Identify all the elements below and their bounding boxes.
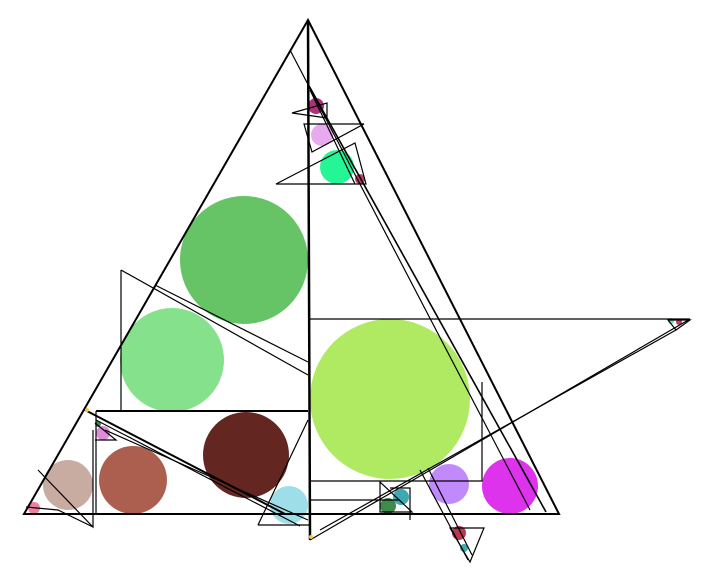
- long-diagonal-2: [319, 329, 677, 531]
- bottom-right-slant: [419, 469, 469, 561]
- orchid-circle: [96, 426, 110, 440]
- left-diagonal-2: [154, 284, 309, 363]
- light-green-circle: [120, 308, 224, 412]
- far-right-tiny-triangle: [666, 319, 692, 331]
- magenta-circle: [482, 458, 538, 514]
- teal-circle: [393, 489, 409, 505]
- bottom-right-triangle-a: [379, 480, 414, 513]
- apex-triangle-1: [291, 102, 328, 119]
- brown-circle: [99, 446, 167, 514]
- small-left-tri-2: [25, 506, 94, 528]
- tiny-left-triangle: [94, 422, 118, 441]
- apex-triangle-2: [303, 123, 365, 153]
- lower-diag-c: [104, 429, 309, 521]
- big-green-circle: [180, 196, 308, 324]
- mint-circle: [320, 150, 354, 184]
- apex-triangle-3: [275, 142, 367, 185]
- sky-circle: [270, 486, 308, 524]
- apex-inner-line: [309, 89, 356, 185]
- forest-circle: [380, 498, 396, 514]
- right-inner-slant-2: [307, 83, 547, 513]
- circle-layer: [28, 98, 682, 552]
- bottom-center-triangle: [258, 430, 311, 526]
- right-inner-slant: [289, 49, 531, 511]
- line-layer: [22, 17, 692, 564]
- tan-circle: [43, 460, 93, 510]
- lime-circle: [310, 319, 470, 479]
- lower-diag-a: [84, 409, 286, 515]
- left-diagonal-1: [120, 269, 309, 376]
- yellow-dot-2: [85, 408, 89, 412]
- maroon-circle: [203, 412, 289, 498]
- bottom-center-slant: [257, 419, 309, 526]
- lavender-circle: [429, 464, 469, 504]
- main-triangle: [22, 17, 561, 515]
- light-pink-circle: [311, 124, 333, 146]
- yellow-dot-1: [309, 535, 313, 539]
- bottom-right-triangle-b: [390, 487, 411, 520]
- bottom-right-slant-2: [427, 467, 473, 556]
- right-lower-box: [310, 382, 483, 482]
- accent-dots: [85, 408, 313, 539]
